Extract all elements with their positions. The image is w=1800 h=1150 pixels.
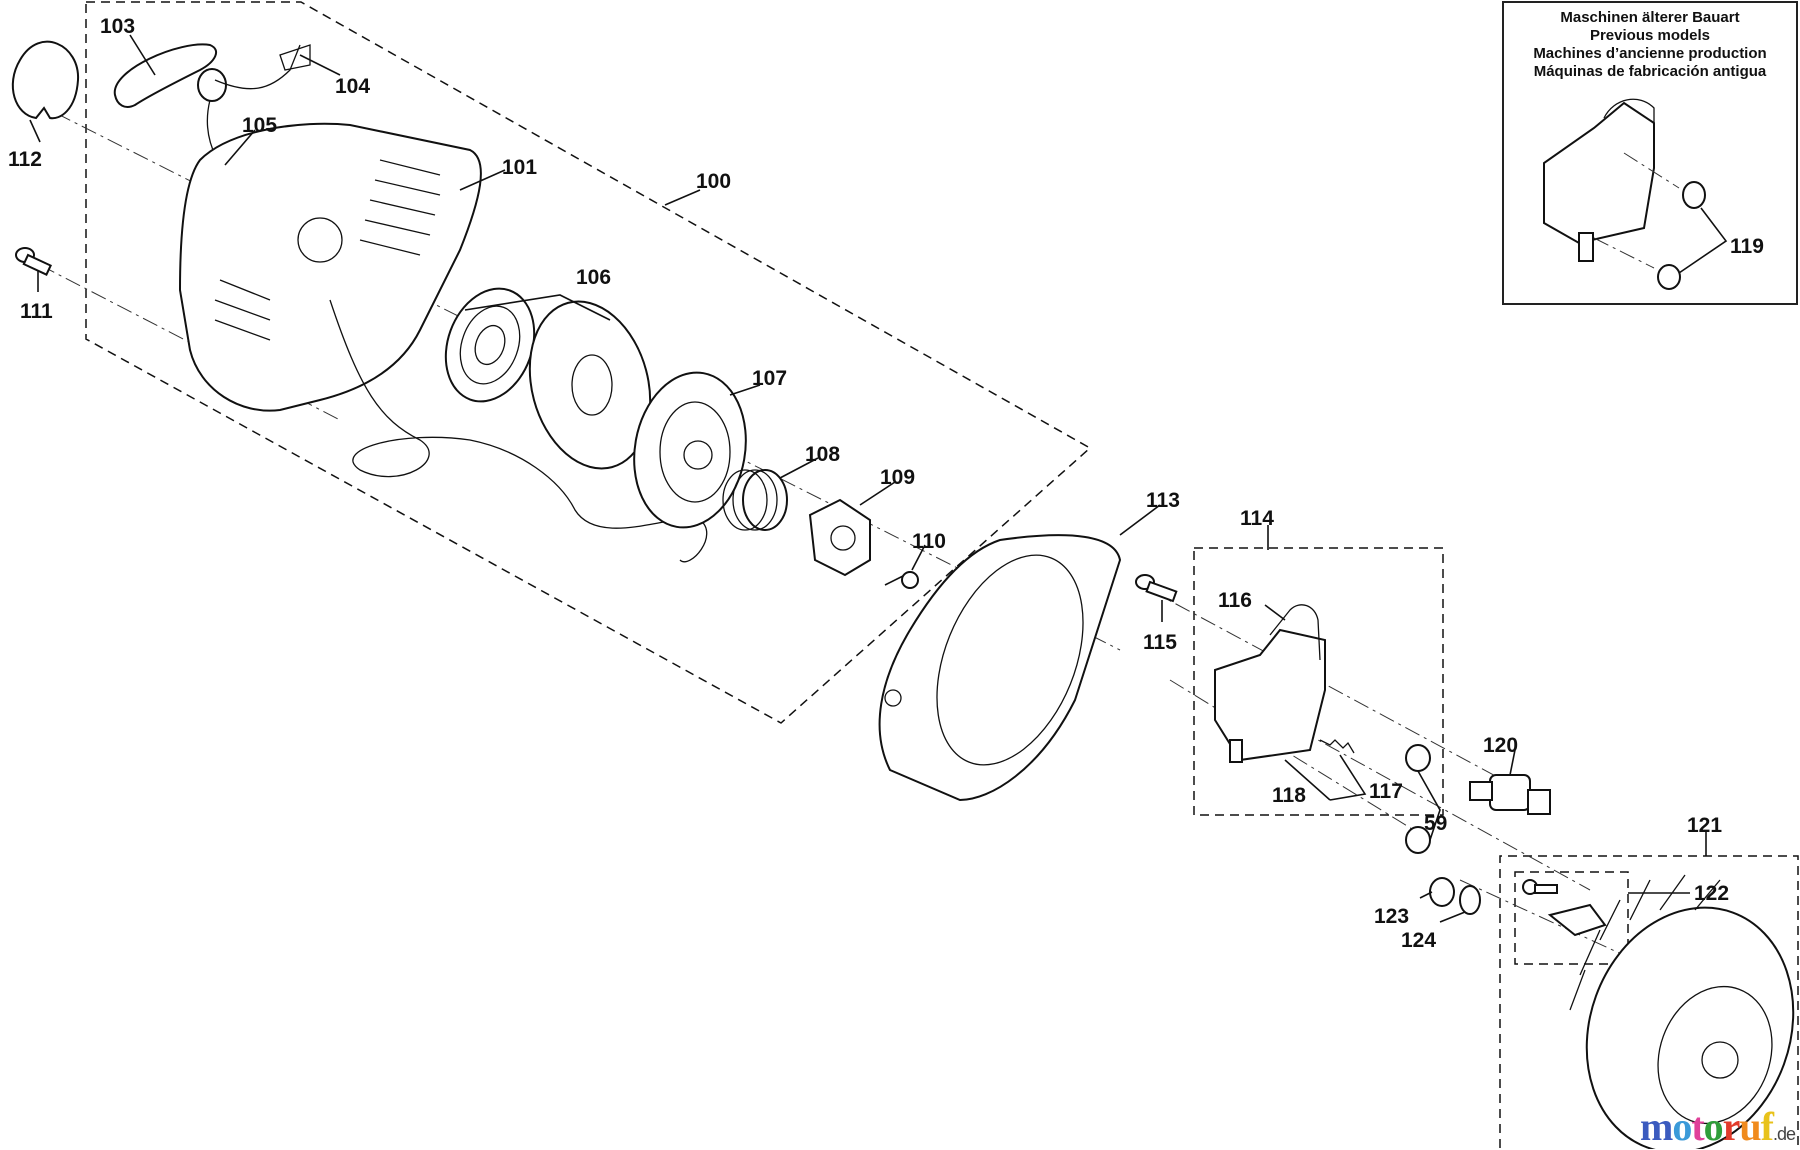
part-122-pawl-kit <box>1522 879 1607 937</box>
part-121-flywheel-center <box>1701 1041 1739 1079</box>
part-103-handle-neck <box>197 68 227 102</box>
part-120-spark-plug <box>1469 774 1551 815</box>
part-124-washer <box>1459 885 1481 915</box>
watermark-letter: t <box>1691 1104 1704 1149</box>
inset-title: Maschinen älterer Bauart Previous models… <box>1504 9 1796 81</box>
watermark-letter: f <box>1760 1104 1774 1149</box>
assembly-114-boundary <box>1193 547 1444 816</box>
label-115: 115 <box>1143 631 1177 654</box>
axis-line <box>1149 589 1541 801</box>
part-116-ignition-terminal <box>1229 739 1243 763</box>
label-106: 106 <box>576 266 611 289</box>
part-104-rope-clip <box>214 44 311 90</box>
assembly-122-boundary <box>1514 871 1629 965</box>
part-116-ignition-wire <box>1269 604 1321 661</box>
part-101-starter-housing <box>178 122 482 412</box>
inset-ignition-wire <box>1603 98 1655 143</box>
part-106-spring-coil <box>459 305 521 385</box>
part-108-pawl-spring <box>722 469 788 531</box>
label-101: 101 <box>502 156 537 179</box>
watermark-letter: o <box>1703 1104 1724 1149</box>
part-110-screw <box>884 571 919 589</box>
inset-ignition-coil <box>1543 101 1655 245</box>
inset-axis-line <box>1593 237 1655 269</box>
part-101-hub <box>297 217 343 263</box>
part-113-mount-hole <box>884 689 902 707</box>
label-104: 104 <box>335 75 370 98</box>
inset-axis-line <box>1623 152 1680 189</box>
part-106-spring-coil <box>474 324 506 366</box>
watermark-letter: u <box>1739 1104 1761 1149</box>
label-117: 117 <box>1369 780 1403 803</box>
part-106-spring-cover <box>528 300 652 470</box>
inset-leader-119 <box>1678 207 1728 274</box>
part-123-nut <box>1429 877 1455 907</box>
part-113-fan-opening <box>936 554 1084 766</box>
part-106-spring-cover-hole <box>571 354 613 416</box>
label-113: 113 <box>1146 489 1180 512</box>
axis-line <box>1169 679 1431 841</box>
assembly-100-boundary <box>85 1 1092 724</box>
inset-title-en: Previous models <box>1589 27 1711 44</box>
label-111: 111 <box>20 300 53 323</box>
inset-washer-119 <box>1682 181 1706 209</box>
part-109-pawl <box>808 498 871 577</box>
label-100: 100 <box>696 170 731 193</box>
part-121-flywheel-fins <box>1569 874 1721 1011</box>
label-112: 112 <box>8 148 42 171</box>
label-120: 120 <box>1483 734 1518 757</box>
label-107: 107 <box>752 367 787 390</box>
label-116: 116 <box>1218 589 1252 612</box>
watermark-suffix: .de <box>1773 1124 1796 1144</box>
watermark-letter: o <box>1672 1104 1692 1149</box>
assembly-121-boundary <box>1499 855 1799 1148</box>
part-113-fan-housing <box>878 534 1122 802</box>
label-114: 114 <box>1240 507 1274 530</box>
part-59-washer <box>1405 744 1431 772</box>
label-123: 123 <box>1374 905 1409 928</box>
label-105: 105 <box>242 114 277 137</box>
label-124: 124 <box>1401 929 1436 952</box>
label-110: 110 <box>912 530 946 553</box>
part-101-vent-slots <box>214 159 441 341</box>
part-109-pawl-center <box>830 525 856 551</box>
inset-washer-119 <box>1657 264 1681 290</box>
watermark-letter: r <box>1722 1104 1741 1149</box>
label-59: 59 <box>1424 812 1447 835</box>
part-112-cover <box>11 40 80 120</box>
axis-line <box>1459 879 1701 991</box>
inset-title-es: Máquinas de fabricación antigua <box>1533 63 1767 80</box>
inset-drawing: 119 <box>1543 98 1764 290</box>
leader-lines <box>29 34 1707 923</box>
part-121-flywheel-hub <box>1657 985 1773 1125</box>
axis-line <box>1299 729 1591 891</box>
inset-title-de: Maschinen älterer Bauart <box>1560 9 1740 26</box>
label-103: 103 <box>100 15 135 38</box>
label-121: 121 <box>1687 814 1722 837</box>
part-121-flywheel <box>1585 906 1795 1149</box>
label-122: 122 <box>1694 882 1729 905</box>
part-116-ignition-coil <box>1214 628 1326 762</box>
part-107-pulley-inner <box>659 401 731 503</box>
previous-models-inset: Maschinen älterer Bauart Previous models… <box>1502 1 1798 305</box>
label-118: 118 <box>1272 784 1306 807</box>
watermark-letter: m <box>1640 1104 1673 1149</box>
part-107-pulley-hub <box>683 440 713 470</box>
inset-title-fr: Machines d’ancienne production <box>1533 45 1767 62</box>
part-103-handle <box>113 43 218 108</box>
label-119: 119 <box>1730 235 1764 258</box>
part-117-spring-clip <box>1319 739 1355 754</box>
part-111-screw <box>15 247 52 276</box>
part-107-rope-pulley <box>633 371 747 529</box>
label-108: 108 <box>805 443 840 466</box>
part-115-screw <box>1135 574 1178 603</box>
motoruf-watermark: motoruf.de <box>1640 1103 1796 1150</box>
label-109: 109 <box>880 466 915 489</box>
inset-terminal <box>1578 232 1594 262</box>
